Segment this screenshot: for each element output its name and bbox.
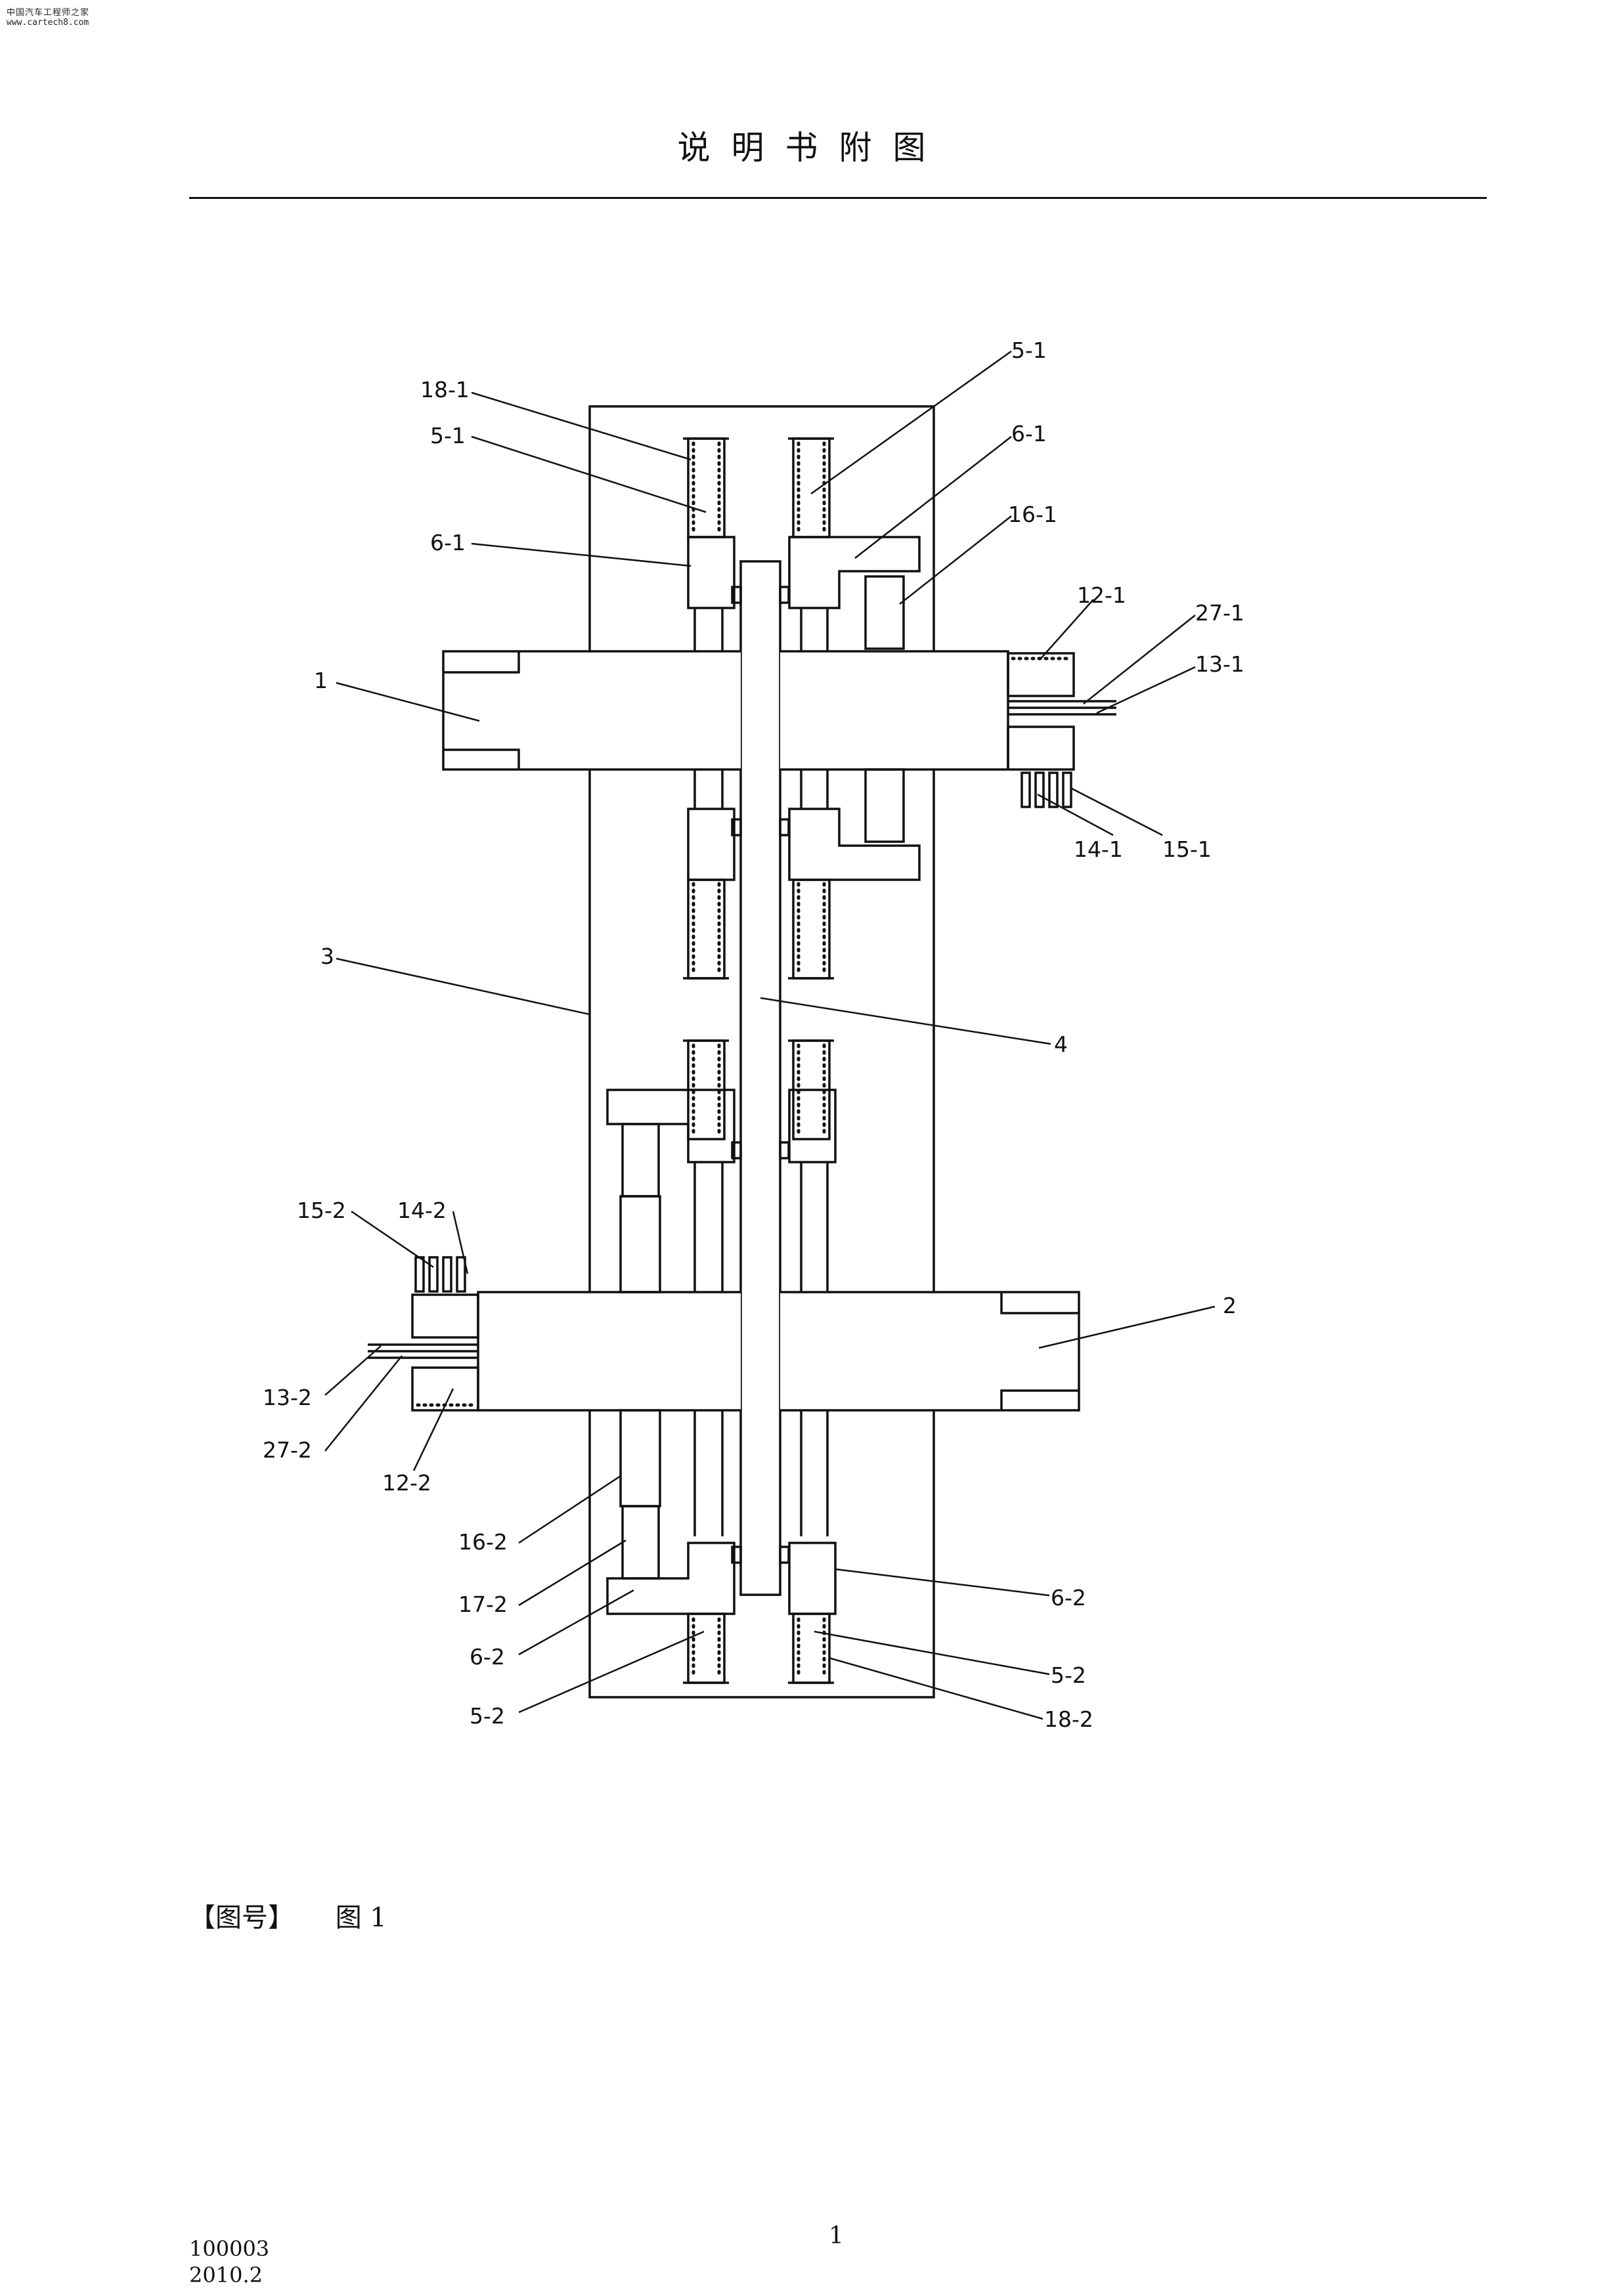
label-18-2: 18-2: [1044, 1706, 1093, 1732]
label-27-1: 27-1: [1195, 600, 1244, 626]
upper-clutch-assembly: [683, 437, 921, 980]
leader-lines: [324, 350, 1216, 1720]
label-17-2: 17-2: [458, 1592, 508, 1617]
footer-date: 2010.2: [189, 2263, 263, 2287]
cylinder-16-1: [864, 575, 905, 650]
sensor-12-1-top: [1007, 652, 1075, 697]
watermark-url: www.cartech8.com: [7, 18, 89, 28]
cylinder-16-2: [619, 1409, 661, 1507]
figure-caption: 【图号】 图 1: [189, 1896, 420, 1934]
central-shaft-4: [739, 560, 781, 1596]
label-5-2-right: 5-2: [1051, 1662, 1086, 1688]
label-16-2: 16-2: [458, 1529, 508, 1555]
footer-code: 100003: [189, 2236, 270, 2261]
watermark: 中国汽车工程师之家 www.cartech8.com: [7, 5, 105, 28]
sensor-12-2-bottom: [411, 1366, 479, 1412]
label-6-2-right: 6-2: [1051, 1585, 1086, 1611]
footer-code-block: 100003 2010.2: [189, 2236, 269, 2288]
label-13-2: 13-2: [263, 1385, 312, 1410]
label-5-1-right: 5-1: [1011, 337, 1047, 363]
shaft-2-notch-bottom: [1000, 1389, 1079, 1410]
label-6-1-right: 6-1: [1011, 421, 1047, 446]
callout-labels: 18-1 5-1 6-1 5-1 6-1 16-1 12-1 27-1 13-1…: [263, 337, 1244, 1732]
upper-shaft-1: [442, 650, 1009, 771]
page-title: 说明书附图: [677, 129, 947, 167]
label-2: 2: [1223, 1293, 1237, 1318]
caption-figure: 图 1: [335, 1903, 387, 1933]
label-1: 1: [314, 668, 328, 693]
label-5-2-left: 5-2: [470, 1703, 505, 1729]
sleeve-6-1-left: [687, 536, 735, 609]
label-6-1-left: 6-1: [430, 530, 466, 555]
page-number: 1: [829, 2222, 844, 2249]
rod-17-2: [621, 1505, 660, 1580]
label-14-1: 14-1: [1074, 836, 1123, 862]
label-14-2: 14-2: [397, 1198, 447, 1223]
label-12-1: 12-1: [1077, 582, 1126, 608]
label-12-2: 12-2: [382, 1470, 431, 1496]
label-13-1: 13-1: [1195, 651, 1244, 677]
label-3: 3: [320, 943, 334, 969]
label-15-1: 15-1: [1162, 836, 1212, 862]
shaft-1-notch-bottom: [443, 748, 520, 769]
sensor-12-1-bottom: [1007, 726, 1075, 771]
lower-clutch-assembly: [606, 1039, 837, 1684]
sensor-group-1: [1007, 652, 1116, 808]
label-15-2: 15-2: [297, 1198, 346, 1223]
bracket-6-1-right: [788, 536, 921, 609]
sleeve-6-2-right: [788, 1542, 837, 1615]
shaft-1-notch-top: [443, 651, 520, 674]
watermark-name: 中国汽车工程师之家: [7, 8, 90, 18]
sensor-12-2-top: [411, 1293, 479, 1339]
label-4: 4: [1054, 1031, 1068, 1057]
sensor-group-2: [368, 1256, 479, 1412]
label-6-2-left: 6-2: [470, 1644, 505, 1670]
label-18-1: 18-1: [420, 377, 470, 402]
housing-3: [588, 405, 935, 1699]
label-5-1-left: 5-1: [430, 423, 466, 448]
shaft-2-notch-top: [1000, 1292, 1079, 1314]
title-rule: [189, 197, 1487, 199]
caption-label: 【图号】: [189, 1903, 294, 1933]
label-16-1: 16-1: [1008, 502, 1057, 527]
label-27-2: 27-2: [263, 1437, 312, 1463]
bracket-6-2-left: [606, 1542, 735, 1615]
